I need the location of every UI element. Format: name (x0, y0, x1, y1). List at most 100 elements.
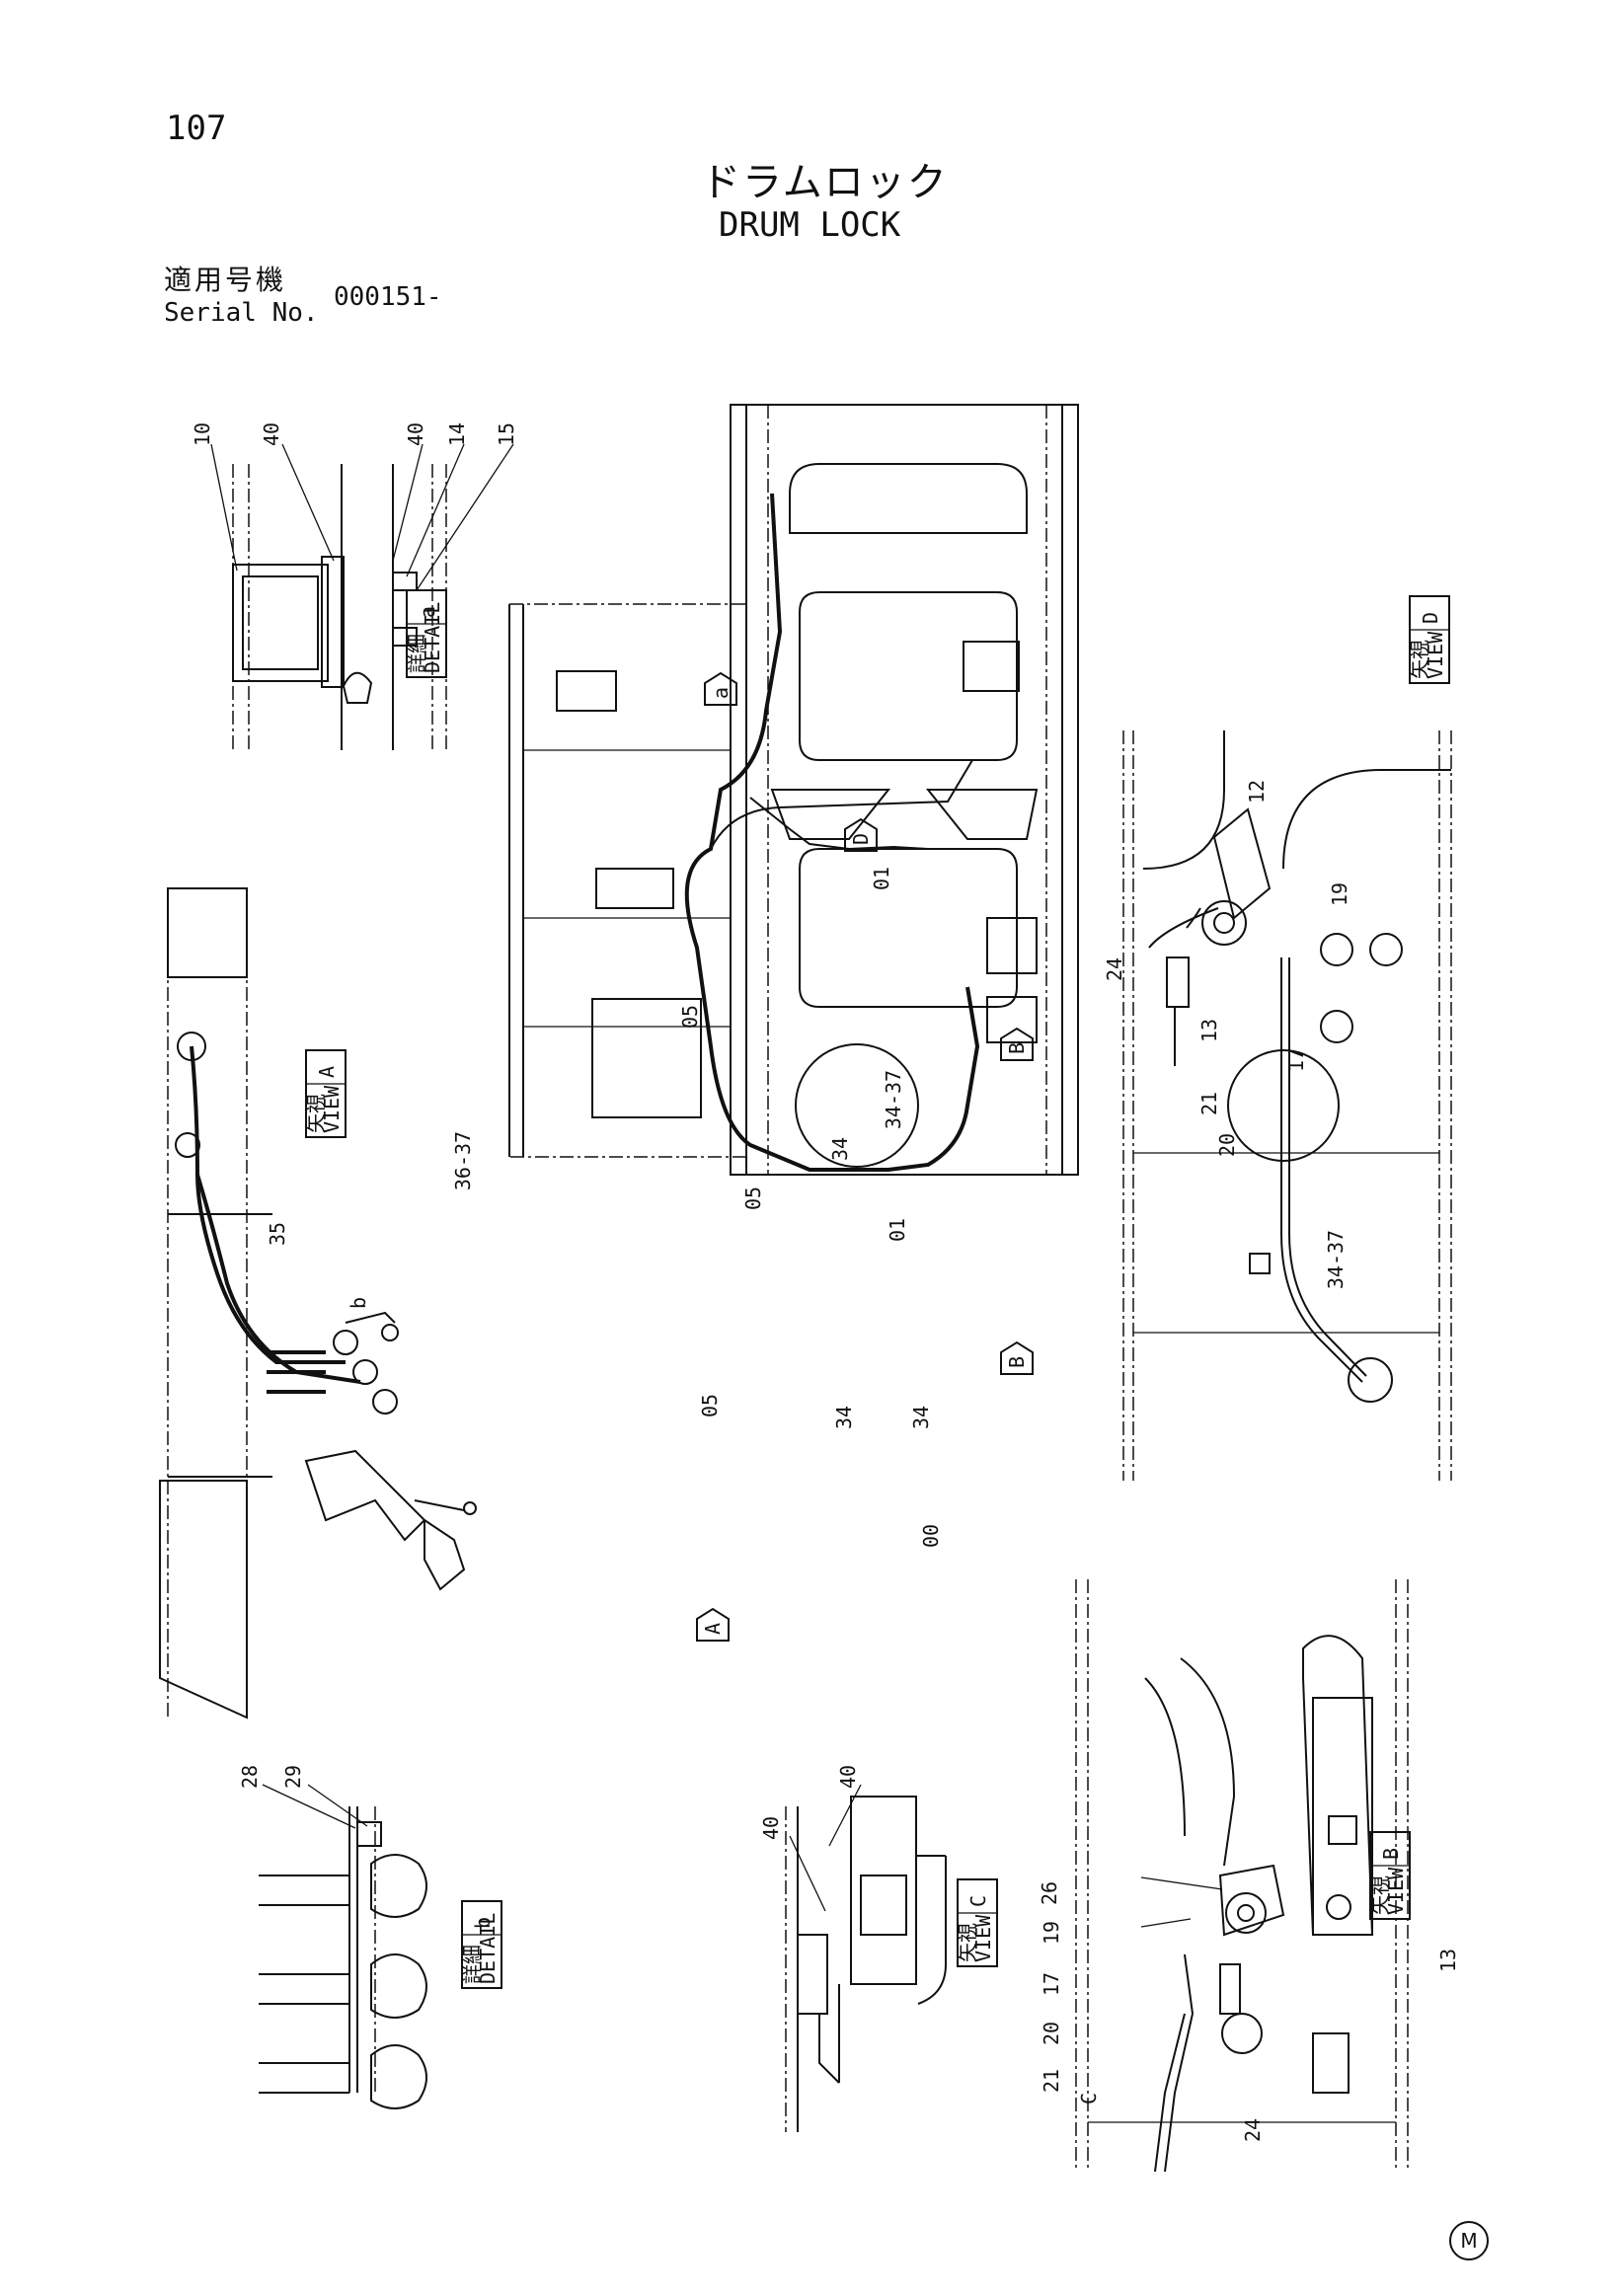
view-tag-letter: A (315, 1066, 339, 1078)
view-tag-jp: 詳細 (405, 634, 428, 673)
callout-main: 34 (828, 1137, 852, 1161)
callout-view-b: 21 (1040, 2069, 1063, 2093)
view-tag-letter: C (966, 1895, 990, 1907)
view-a-drawing (159, 887, 477, 1720)
svg-text:34-37: 34-37 (1324, 1230, 1348, 1289)
svg-text:29: 29 (281, 1765, 305, 1789)
page-number: 107 (166, 109, 227, 148)
callout-main-markers: B (1000, 1027, 1034, 1061)
callout-detail-b: 29 (281, 1765, 305, 1789)
svg-text:24: 24 (1241, 2118, 1265, 2142)
callout-main: 34 (832, 1406, 856, 1429)
svg-text:12: 12 (1245, 780, 1269, 804)
callout-view-b: 19 (1040, 1921, 1063, 1945)
view-tag-jp: 矢視 (1408, 640, 1431, 679)
main-frame-drawing (508, 404, 1079, 1176)
svg-text:21: 21 (1197, 1092, 1221, 1115)
svg-text:B: B (1005, 1042, 1029, 1054)
svg-text:01: 01 (870, 867, 893, 890)
callout-view-b: 26 (1038, 1881, 1061, 1905)
callout-view-c: 40 (836, 1765, 860, 1789)
callout-view-d: 24 (1103, 957, 1126, 981)
callout-main: 05 (698, 1394, 722, 1417)
callout-main: 00 (919, 1524, 943, 1548)
svg-text:19: 19 (1328, 882, 1351, 906)
callout-main-markers: a (704, 671, 737, 706)
svg-text:19: 19 (1040, 1921, 1063, 1945)
callout-view-d: 19 (1328, 882, 1351, 906)
callout-main: 34-37 (882, 1070, 905, 1129)
callout-main-markers: D (844, 817, 878, 852)
svg-text:B: B (1005, 1356, 1029, 1368)
view-b-drawing (1075, 1579, 1409, 2173)
callout-main: 01 (886, 1218, 909, 1242)
svg-text:20: 20 (1040, 2022, 1063, 2045)
svg-text:00: 00 (919, 1524, 943, 1548)
svg-text:A: A (701, 1623, 725, 1635)
svg-text:40: 40 (759, 1816, 783, 1840)
serial-label-japanese: 適用号機 (164, 264, 287, 296)
svg-text:01: 01 (886, 1218, 909, 1242)
callout-view-a: b (347, 1297, 370, 1309)
callout-view-b: C (1077, 2093, 1101, 2105)
view-c-drawing (785, 1784, 947, 2132)
svg-text:40: 40 (260, 422, 283, 446)
title-japanese: ドラムロック (701, 160, 949, 205)
view-tag-jp: 矢視 (956, 1923, 979, 1962)
detail-b-drawing (259, 1784, 427, 2109)
callout-detail-a: 14 (445, 422, 469, 446)
view-tag-en: VIEW (320, 1085, 344, 1133)
callout-detail-a: 40 (404, 422, 427, 446)
svg-text:26: 26 (1038, 1881, 1061, 1905)
serial-number-value: 000151- (334, 282, 442, 312)
svg-text:b: b (347, 1297, 370, 1309)
serial-label-english: Serial No. (164, 298, 319, 328)
callout-view-b: 13 (1436, 1949, 1460, 1972)
view-tag-jp: 詳細 (460, 1945, 484, 1984)
callout-view-d: 12 (1245, 780, 1269, 804)
callout-detail-a: 40 (260, 422, 283, 446)
callout-view-d: 34-37 (1324, 1230, 1348, 1289)
svg-text:28: 28 (238, 1765, 262, 1789)
svg-text:a: a (709, 687, 733, 699)
svg-text:34: 34 (828, 1137, 852, 1161)
callout-view-b: 17 (1040, 1972, 1063, 1996)
svg-text:34-37: 34-37 (882, 1070, 905, 1129)
view-tag-en: DETAIL (476, 1913, 500, 1984)
svg-text:13: 13 (1197, 1019, 1221, 1042)
svg-text:D: D (849, 833, 873, 845)
callout-view-c: 40 (759, 1816, 783, 1840)
callout-main: 34 (909, 1406, 933, 1429)
svg-text:10: 10 (191, 422, 214, 446)
callout-view-b: 24 (1241, 2118, 1265, 2142)
callout-view-d: 21 (1197, 1092, 1221, 1115)
view-tag-jp: 矢視 (1368, 1875, 1392, 1915)
view-tag-letter: B (1379, 1848, 1403, 1860)
callout-view-d: 13 (1197, 1019, 1221, 1042)
callout-view-b: 20 (1040, 2022, 1063, 2045)
view-d-drawing (1122, 730, 1452, 1481)
svg-text:21: 21 (1040, 2069, 1063, 2093)
callout-view-d: 17 (1284, 1048, 1308, 1072)
view-tag-en: VIEW (1384, 1867, 1408, 1915)
callout-main: 01 (870, 867, 893, 890)
title-english: DRUM LOCK (719, 205, 901, 245)
view-tag-letter: D (1419, 612, 1442, 624)
callout-main: 05 (678, 1005, 702, 1029)
svg-text:34: 34 (832, 1406, 856, 1429)
view-tag-en: DETAIL (421, 602, 444, 673)
callout-main-markers: A (696, 1607, 730, 1642)
callout-main: 36-37 (451, 1131, 475, 1190)
callout-main-markers: B (1000, 1340, 1034, 1375)
svg-text:15: 15 (495, 422, 518, 446)
svg-text:35: 35 (266, 1222, 289, 1246)
svg-text:17: 17 (1040, 1972, 1063, 1996)
callout-view-d: 20 (1215, 1133, 1239, 1157)
